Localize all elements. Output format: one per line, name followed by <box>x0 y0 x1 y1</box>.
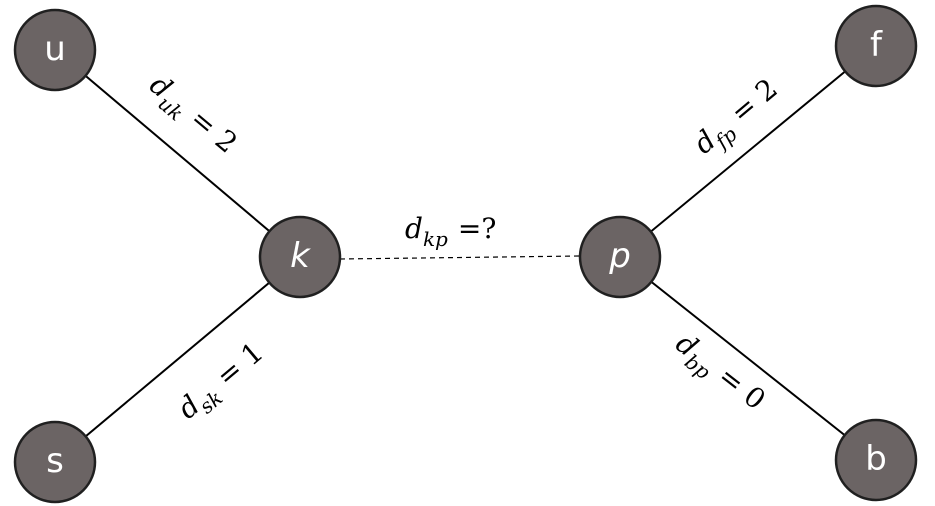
node-k: k <box>258 215 342 299</box>
edge-k-p <box>339 255 581 260</box>
node-label-u: u <box>44 29 66 69</box>
edge-f-p <box>619 45 877 258</box>
node-b: b <box>834 418 918 502</box>
edge-s-k <box>54 256 301 463</box>
node-label-k: k <box>290 236 311 276</box>
node-f: f <box>834 4 918 88</box>
edge-label-uk: duk= 2 <box>140 68 244 164</box>
node-u: u <box>13 8 97 92</box>
node-label-s: s <box>46 441 64 481</box>
edge-u-k <box>54 49 301 258</box>
node-label-b: b <box>865 439 887 479</box>
node-p: p <box>578 215 662 299</box>
edge-label-bp: dbp= 0 <box>666 327 772 422</box>
edge-label-sk: dsk= 1 <box>171 335 273 429</box>
edge-b-p <box>619 256 877 461</box>
edge-label-fp: dfp= 2 <box>687 72 787 165</box>
node-label-p: p <box>608 236 631 276</box>
node-label-f: f <box>870 25 883 65</box>
node-s: s <box>13 420 97 504</box>
edge-label-kp: dkp=? <box>405 212 496 251</box>
